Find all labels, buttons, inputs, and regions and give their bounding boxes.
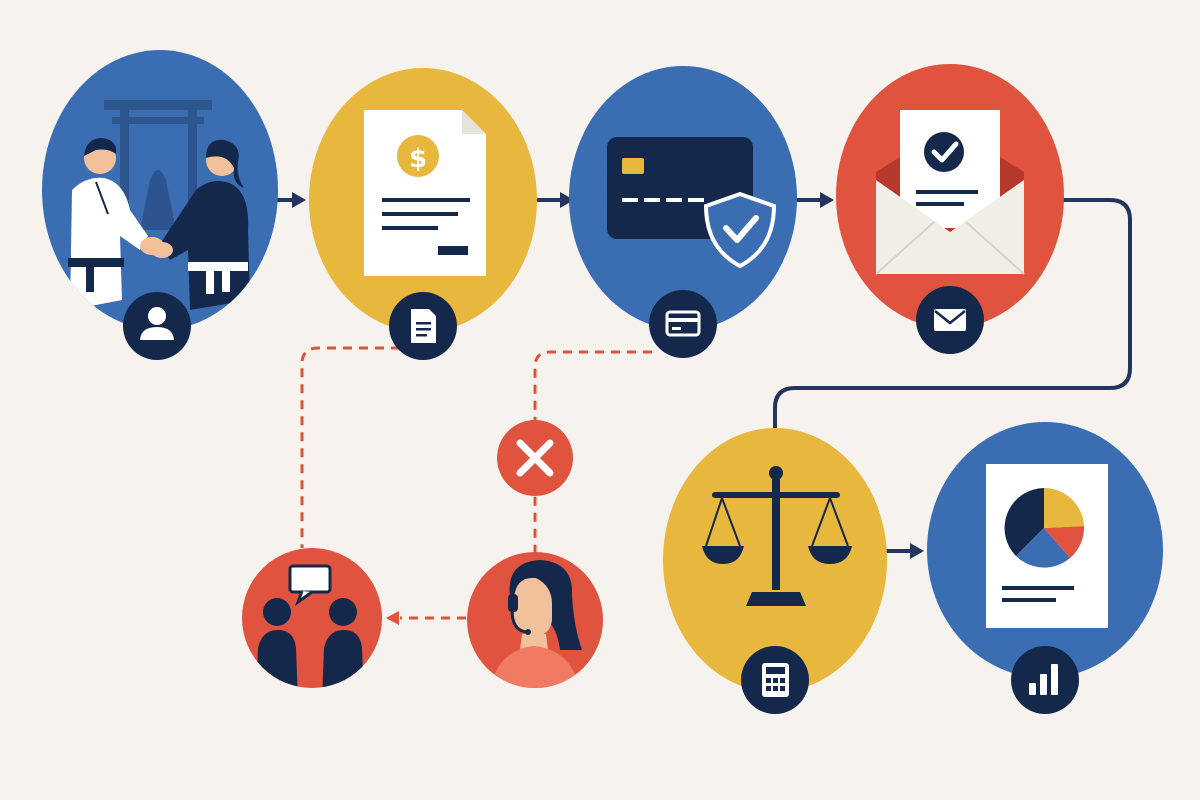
payment-node[interactable] [569,66,797,358]
dollar-sign: $ [409,144,427,174]
credit-card-icon [665,310,701,337]
connector-payment-to-confirmation [795,192,834,208]
connector-support-to-discussion [386,611,466,625]
connectors [266,192,1132,625]
accounting-badge[interactable] [741,646,809,714]
dollar-coin-icon [397,135,439,177]
headset-icon [508,563,568,635]
accounting-node[interactable] [663,428,887,714]
envelope-letter-illustration [875,110,1025,275]
invoice-badge[interactable] [389,292,457,360]
connector-payment-to-support [533,350,652,552]
payment-badge[interactable] [649,290,717,358]
torii-gate-icon [104,100,212,230]
shield-check-icon [703,191,777,269]
karateka-right [160,139,250,310]
two-people-illustration [256,564,364,688]
pie-report-illustration [986,464,1108,628]
balance-scale-illustration [702,466,852,606]
connector-invoice-to-payment [536,192,574,208]
document-icon [411,309,436,343]
invoice-node[interactable]: $ [309,68,537,360]
speech-bubble-icon [288,564,332,607]
bar-chart-icon [1029,664,1058,695]
check-circle-icon [924,132,964,172]
x-icon [516,439,554,477]
handshake-hands [140,237,173,258]
confirmation-node[interactable] [836,64,1064,354]
calculator-icon [762,663,789,697]
reporting-node[interactable] [927,422,1163,714]
failure-marker [497,420,573,496]
pie-chart-graphic [1004,487,1085,568]
card-with-shield-illustration [607,137,777,269]
user-icon [140,307,174,340]
discussion-node[interactable] [242,548,382,700]
mail-icon [934,309,966,331]
confirmation-badge[interactable] [916,286,984,354]
invoice-document-illustration: $ [364,110,486,276]
handshake-illustration [68,100,250,310]
reporting-badge[interactable] [1011,646,1079,714]
membership-node[interactable] [42,50,278,360]
connector-accounting-to-reporting [884,543,924,559]
karateka-left [68,138,148,310]
connector-invoice-to-discussion [300,346,400,548]
connector-confirmation-to-accounting [773,198,1132,430]
membership-badge[interactable] [123,292,191,360]
